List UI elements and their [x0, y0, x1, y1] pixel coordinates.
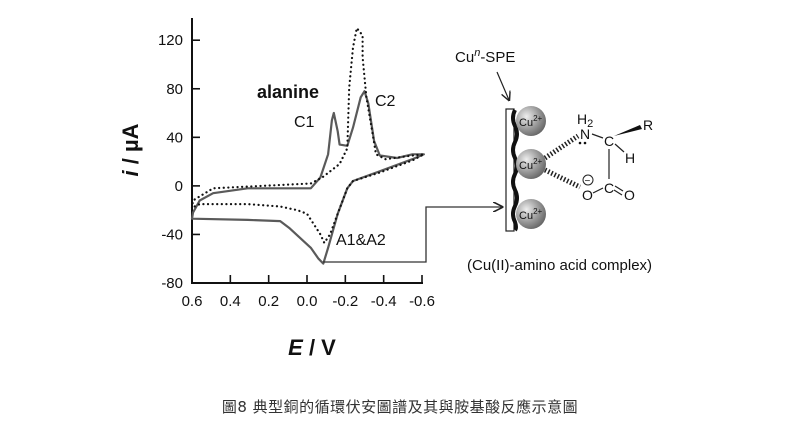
svg-text:Cu2+: Cu2+ [519, 114, 543, 129]
x-tick-label: -0.2 [332, 293, 358, 310]
atom-n: N [580, 126, 590, 142]
y-tick-label: -40 [161, 226, 183, 243]
x-tick-label: 0.2 [258, 293, 279, 310]
series-dotted [190, 27, 425, 244]
atom-c-carboxyl: C [604, 180, 614, 196]
figure-caption: 圖8 典型銅的循環伏安圖譜及其與胺基酸反應示意圖 [221, 398, 579, 416]
atom-c-alpha: C [604, 133, 614, 149]
complex-label: (Cu(II)-amino acid complex) [467, 257, 652, 274]
x-tick-label: -0.6 [409, 293, 435, 310]
complex-diagram: Cun-SPE Cu2+ Cu2+ Cu2+ H2 N C R H C O O … [455, 47, 653, 274]
y-tick-label: 80 [166, 81, 183, 98]
annotation-a1a2: A1&A2 [336, 232, 386, 249]
coordination-bond-o [543, 167, 582, 190]
x-tick-label: 0.6 [182, 293, 203, 310]
electrode-arrow [496, 71, 509, 100]
coordination-bond-n [543, 133, 580, 161]
atom-o-double: O [624, 187, 635, 203]
annotation-c2: C2 [375, 93, 396, 110]
x-tick-label: 0.4 [220, 293, 241, 310]
x-axis-label: E / V [288, 335, 336, 360]
atom-h: H [625, 150, 635, 166]
wedge-bond [614, 125, 642, 136]
cu-ion: Cu2+ [516, 106, 546, 136]
electrode [505, 108, 515, 232]
x-tick-label: -0.4 [371, 293, 397, 310]
y-axis-label: i / µA [118, 123, 143, 176]
y-tick-label: 120 [158, 32, 183, 49]
copper-layer [511, 109, 519, 232]
electrode-label: Cun-SPE [455, 47, 515, 66]
y-tick-label: 40 [166, 129, 183, 146]
atom-r: R [643, 117, 653, 133]
atom-o-single: O [582, 187, 593, 203]
y-tick-label: 0 [175, 178, 183, 195]
cu-ion: Cu2+ [516, 199, 546, 229]
series-solid [190, 90, 425, 265]
x-tick-label: 0.0 [297, 293, 318, 310]
connector-arrow [323, 207, 502, 263]
svg-text:Cu2+: Cu2+ [519, 207, 543, 222]
atom-h2: H2 [577, 111, 593, 130]
y-tick-label: -80 [161, 275, 183, 292]
cu-ion: Cu2+ [516, 149, 546, 179]
annotation-sample: alanine [257, 82, 319, 102]
svg-text:Cu2+: Cu2+ [519, 157, 543, 172]
charge-minus: − [585, 176, 591, 187]
annotation-c1: C1 [294, 114, 315, 131]
